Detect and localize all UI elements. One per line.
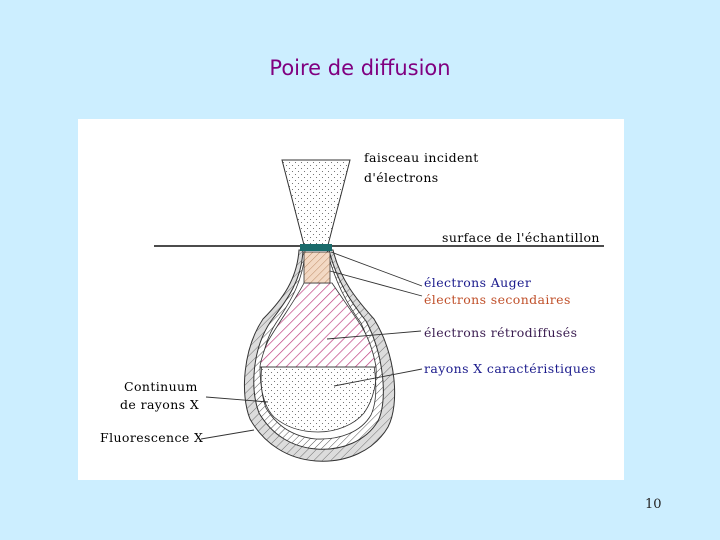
secondary-electrons-zone xyxy=(303,251,331,284)
leader-backscattered xyxy=(326,330,422,340)
label-continuum-line2: de rayons X xyxy=(120,397,200,412)
label-beam-line1: faisceau incident xyxy=(364,150,479,165)
label-surface: surface de l'échantillon xyxy=(442,230,600,245)
diffusion-figure: faisceau incident d'électrons surface de… xyxy=(78,119,624,480)
label-beam-line2: d'électrons xyxy=(364,170,439,185)
label-continuum-line1: Continuum xyxy=(124,379,198,394)
label-secondary: électrons secondaires xyxy=(424,292,571,307)
surface-impact-marker xyxy=(300,244,332,251)
leader-fluorescence xyxy=(200,429,255,440)
label-fluorescence: Fluorescence X xyxy=(100,430,204,445)
label-backscattered: électrons rétrodiffusés xyxy=(424,325,578,340)
diffusion-diagram xyxy=(154,159,604,462)
label-xray-characteristic: rayons X caractéristiques xyxy=(424,361,596,376)
leader-secondary xyxy=(329,270,423,297)
leader-continuum xyxy=(205,396,269,403)
label-auger: électrons Auger xyxy=(424,275,532,290)
page-number: 10 xyxy=(645,497,662,512)
incident-beam-cone xyxy=(281,159,351,246)
leader-xray xyxy=(333,368,423,387)
slide-title: Poire de diffusion xyxy=(269,56,451,80)
leader-auger xyxy=(330,251,423,287)
